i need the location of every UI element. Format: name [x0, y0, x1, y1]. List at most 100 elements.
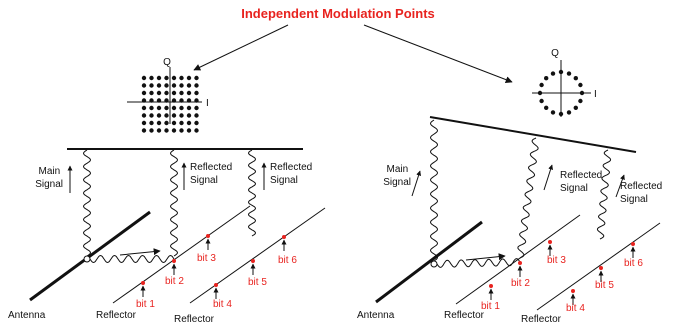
right-reflector-2: [536, 222, 661, 311]
bit-point: [599, 266, 603, 270]
bit-point: [141, 281, 145, 285]
constellation-point: [186, 128, 192, 133]
constellation-point: [141, 113, 147, 118]
bit-point: [172, 259, 176, 263]
constellation-point: [579, 90, 585, 96]
constellation-point: [544, 76, 549, 81]
bit-6-label: bit 6: [278, 255, 297, 266]
constellation-point: [156, 83, 162, 88]
right-reflected-signal-2-line1: Reflected: [620, 181, 662, 192]
constellation-point: [141, 128, 147, 133]
right-main-signal-line2: Signal: [383, 177, 411, 188]
constellation-point: [141, 105, 147, 111]
constellation-point: [194, 83, 199, 88]
bit-5-label: bit 5: [248, 277, 267, 288]
constellation-point: [179, 120, 184, 126]
constellation-point: [149, 128, 154, 133]
constellation-point: [171, 120, 177, 126]
constellation-point: [149, 113, 154, 118]
constellation-point: [149, 83, 154, 88]
constellation-point: [566, 71, 572, 76]
constellation-point: [164, 75, 169, 81]
bit-4-label: bit 4: [566, 303, 585, 314]
left-constellation: Q I: [127, 57, 209, 133]
bit-point: [489, 284, 493, 288]
constellation-point: [141, 120, 147, 126]
constellation-point: [578, 82, 583, 88]
constellation-point: [194, 75, 199, 81]
right-reflected-wave-2: [596, 149, 612, 240]
title-arrow-left: [193, 24, 289, 71]
left-main-signal-line2: Signal: [35, 179, 63, 190]
constellation-point: [156, 98, 162, 103]
right-reflected-signal-label-2: Reflected Signal: [620, 181, 665, 205]
constellation-point: [186, 113, 192, 118]
left-feed-arrow: [119, 248, 161, 256]
constellation-point: [171, 128, 177, 133]
bit-point: [282, 235, 286, 239]
constellation-point: [149, 105, 154, 111]
left-reflected-signal-2-line1: Reflected: [270, 162, 312, 173]
bit-point: [571, 289, 575, 293]
bit-2-label: bit 2: [511, 278, 530, 289]
right-antenna-label: Antenna: [357, 310, 395, 321]
constellation-point: [164, 90, 169, 96]
left-main-signal-line1: Main: [39, 166, 61, 177]
constellation-point: [141, 90, 147, 96]
right-main-signal-line1: Main: [387, 164, 409, 175]
constellation-point: [171, 90, 177, 96]
right-main-signal-wave: [429, 119, 439, 262]
right-receiver-bar: [429, 116, 637, 153]
bit-point: [251, 259, 255, 263]
bit-1-label: bit 1: [136, 299, 155, 310]
bit-2-label: bit 2: [165, 276, 184, 287]
constellation-point: [156, 90, 162, 96]
diagram-title: Independent Modulation Points: [241, 6, 435, 21]
constellation-point: [164, 128, 169, 133]
constellation-point: [171, 113, 177, 118]
right-horizontal-wave: [436, 258, 521, 268]
left-reflected-signal-1-line1: Reflected: [190, 162, 232, 173]
constellation-point: [578, 98, 583, 104]
constellation-point: [573, 105, 578, 111]
constellation-point: [186, 98, 192, 103]
right-reflected-signal-label-1: Reflected Signal: [560, 170, 605, 194]
bit-4-label: bit 4: [213, 299, 232, 310]
constellation-point: [179, 98, 184, 103]
constellation-point: [149, 90, 154, 96]
constellation-point: [194, 90, 199, 96]
constellation-point: [194, 120, 199, 126]
left-q-label: Q: [163, 57, 171, 68]
constellation-point: [194, 105, 199, 111]
bit-point: [206, 234, 210, 238]
constellation-point: [194, 98, 199, 103]
constellation-point: [179, 113, 184, 118]
constellation-point: [179, 83, 184, 88]
right-main-arrow: [411, 170, 422, 197]
constellation-point: [156, 105, 162, 111]
right-reflected-wave-1: [517, 137, 539, 259]
constellation-point: [186, 83, 192, 88]
left-reflected-wave-1: [169, 149, 179, 257]
constellation-point: [179, 90, 184, 96]
right-reflector-1: [455, 214, 581, 305]
constellation-point: [141, 75, 147, 81]
left-reflector-label-2: Reflector: [174, 314, 215, 325]
title-arrow-right: [363, 24, 513, 84]
left-feed-point: [83, 255, 91, 263]
bit-point: [518, 261, 522, 265]
constellation-point: [539, 82, 544, 88]
left-reflector-1: [112, 205, 251, 304]
constellation-point: [573, 76, 578, 81]
right-reflector-label-1: Reflector: [444, 310, 485, 321]
constellation-point: [149, 98, 154, 103]
left-antenna: [29, 210, 151, 302]
constellation-point: [171, 98, 177, 103]
left-constellation-points: [141, 75, 199, 133]
right-q-label: Q: [551, 48, 559, 59]
constellation-point: [179, 75, 184, 81]
right-reflected-arrow-1: [543, 164, 554, 191]
left-horizontal-wave: [89, 254, 175, 264]
constellation-point: [194, 128, 199, 133]
left-reflector-label-1: Reflector: [96, 310, 137, 321]
